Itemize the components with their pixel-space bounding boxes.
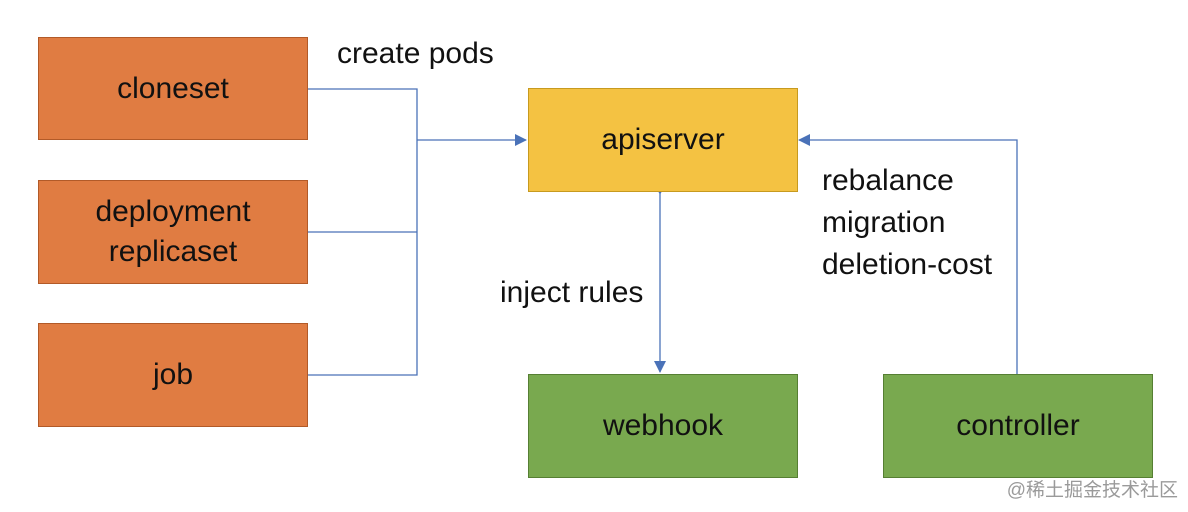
edge-label-migration: migration [822, 206, 946, 239]
edge-label-rebalance: rebalance [822, 164, 954, 197]
node-deployment-label: deployment [95, 195, 251, 228]
node-controller: controller [883, 374, 1153, 478]
edge-label-create-pods: create pods [337, 37, 494, 70]
node-controller-label: controller [956, 409, 1080, 442]
node-webhook-label: webhook [602, 409, 724, 442]
node-deployment-replicaset: deployment replicaset [38, 180, 308, 284]
edge-label-controller-actions: rebalance migration deletion-cost [822, 160, 992, 286]
node-job: job [38, 323, 308, 427]
edge-label-deletion-cost: deletion-cost [822, 248, 993, 281]
node-apiserver-label: apiserver [601, 123, 725, 156]
edge-controller-to-apiserver [798, 134, 1018, 374]
node-webhook: webhook [528, 374, 798, 478]
watermark: @稀土掘金技术社区 [1006, 480, 1178, 501]
node-apiserver: apiserver [528, 88, 798, 192]
node-replicaset-label: replicaset [108, 235, 238, 268]
node-cloneset: cloneset [38, 37, 308, 140]
node-job-label: job [152, 358, 194, 391]
node-cloneset-label: cloneset [117, 71, 229, 105]
edge-label-inject-rules: inject rules [500, 276, 644, 309]
